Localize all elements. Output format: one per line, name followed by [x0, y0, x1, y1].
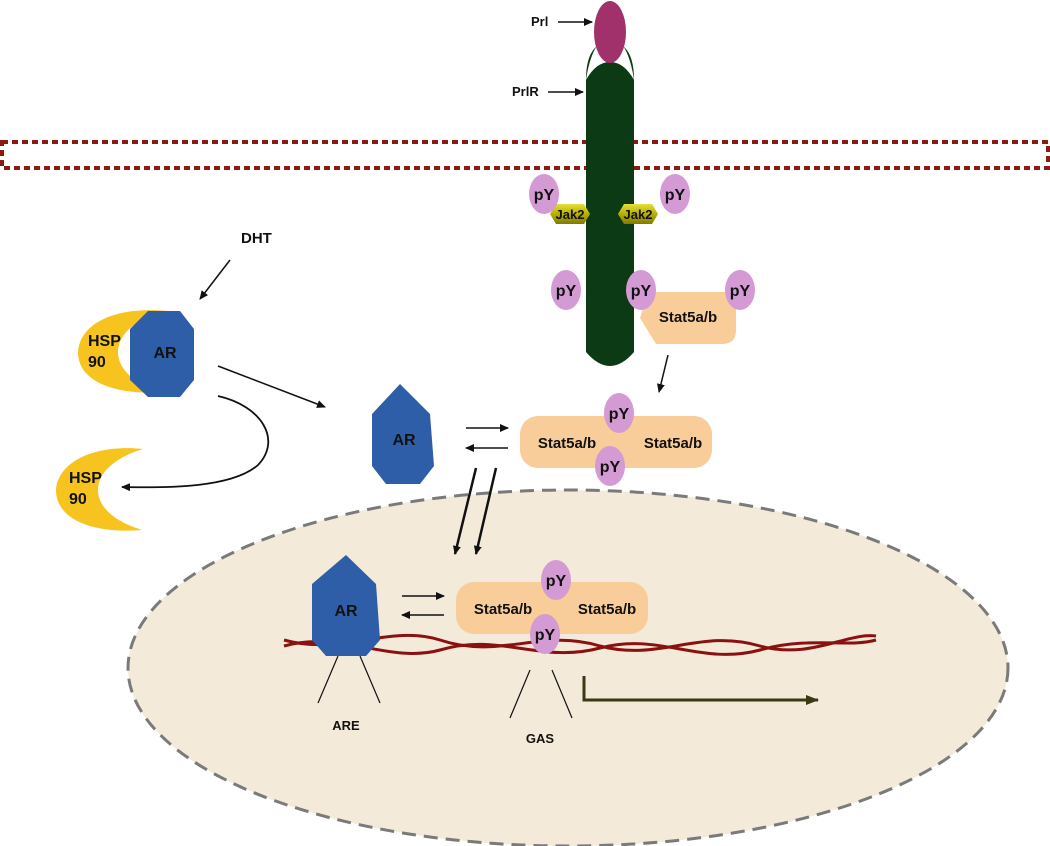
- py-label: pY: [556, 283, 577, 300]
- jak2-right: Jak2: [618, 204, 658, 224]
- are-label: ARE: [332, 718, 360, 733]
- ar-free: AR: [372, 384, 434, 484]
- jak2-right-label: Jak2: [624, 207, 653, 222]
- stat5-dimer-left-label: Stat5a/b: [538, 435, 596, 452]
- gas-site-lines: [509, 669, 573, 719]
- py-receptor-right: pY: [626, 270, 656, 310]
- prolactin-ligand: [594, 1, 626, 63]
- py-label: pY: [534, 187, 555, 204]
- dht-label: DHT: [241, 230, 272, 247]
- prl-label: Prl: [531, 14, 548, 29]
- py-nuclear-top: pY: [541, 560, 571, 600]
- nuclear-import-arrow-left: [453, 467, 478, 555]
- py-jak2-left: pY: [529, 174, 559, 214]
- py-label: pY: [665, 187, 686, 204]
- stat5-dimer-nuclear: Stat5a/b Stat5a/b: [456, 582, 648, 634]
- ar-nuclear: AR: [312, 555, 380, 656]
- are-site-lines: [317, 655, 381, 704]
- hsp90-free: HSP 90: [56, 448, 143, 531]
- gas-label: GAS: [526, 731, 555, 746]
- dna-strands: [283, 633, 877, 656]
- py-label: pY: [631, 283, 652, 300]
- ar-release-arrow: [217, 365, 326, 408]
- stat5-docked: Stat5a/b: [640, 292, 736, 344]
- py-jak2-right: pY: [660, 174, 690, 214]
- stat5-nuclear-right-label: Stat5a/b: [578, 601, 636, 618]
- stat5-dimer-cytoplasm: Stat5a/b Stat5a/b: [520, 416, 712, 468]
- py-cyto-bottom: pY: [595, 446, 625, 486]
- py-label: pY: [535, 627, 556, 644]
- stat5-nuclear-left-label: Stat5a/b: [474, 601, 532, 618]
- stat5-docked-label: Stat5a/b: [659, 309, 717, 326]
- ar-nuclear-label: AR: [334, 603, 358, 620]
- py-receptor-left: pY: [551, 270, 581, 310]
- py-label: pY: [730, 283, 751, 300]
- jak2-left-label: Jak2: [556, 207, 585, 222]
- ar-inactive: AR: [130, 311, 194, 397]
- py-stat5-docked: pY: [725, 270, 755, 310]
- hsp90-free-label-line1: HSP: [69, 470, 102, 487]
- nucleus: [126, 488, 1010, 846]
- prlr-label: PrlR: [512, 84, 539, 99]
- prolactin-receptor: [586, 36, 634, 366]
- ar-free-label: AR: [392, 432, 416, 449]
- hsp90-bound-label-line1: HSP: [88, 333, 121, 350]
- hsp90-bound-label-line2: 90: [88, 354, 106, 371]
- cell-membrane: [0, 140, 1050, 170]
- ar-inactive-label: AR: [153, 345, 177, 362]
- py-label: pY: [600, 459, 621, 476]
- py-label: pY: [546, 573, 567, 590]
- py-nuclear-bottom: pY: [530, 614, 560, 654]
- hsp90-bound: HSP 90: [78, 310, 168, 393]
- transcription-arrow: [582, 676, 819, 705]
- hsp-dissociation-arrow: [121, 395, 270, 492]
- stat5-release-arrow: [657, 354, 669, 393]
- dht-binding-arrow: [199, 259, 231, 300]
- jak2-left: Jak2: [550, 204, 590, 224]
- py-label: pY: [609, 406, 630, 423]
- stat5-dimer-right-label: Stat5a/b: [644, 435, 702, 452]
- hsp90-free-label-line2: 90: [69, 491, 87, 508]
- py-cyto-top: pY: [604, 393, 634, 433]
- nuclear-import-arrow-right: [473, 467, 498, 555]
